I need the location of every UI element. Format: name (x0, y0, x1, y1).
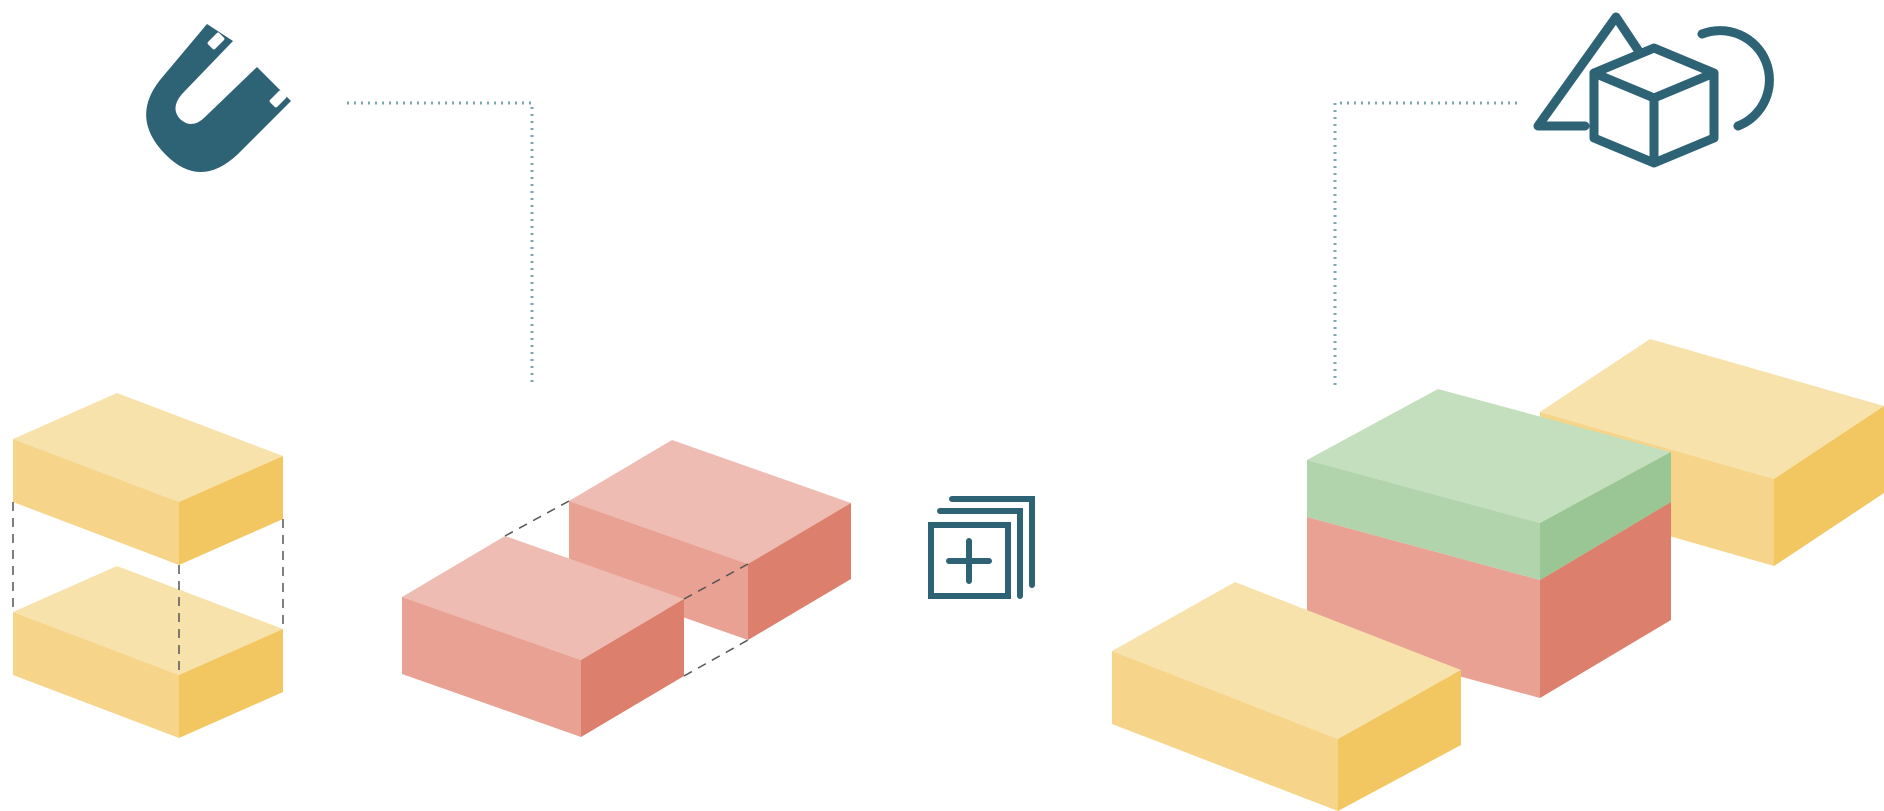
shapes-cube-icon (1538, 17, 1769, 163)
cube-body (1594, 73, 1714, 163)
plus-sign (949, 541, 989, 581)
magnet-body (146, 24, 291, 172)
triangle-outline (1538, 17, 1640, 126)
connector-left (347, 103, 532, 385)
block-yellow-stack-bottom (13, 566, 283, 738)
block-yellow-stack-top (13, 393, 283, 565)
connector-right (1335, 103, 1517, 385)
add-copy-icon (931, 499, 1032, 596)
magnet-icon (146, 24, 291, 172)
cube-top (1594, 48, 1714, 98)
